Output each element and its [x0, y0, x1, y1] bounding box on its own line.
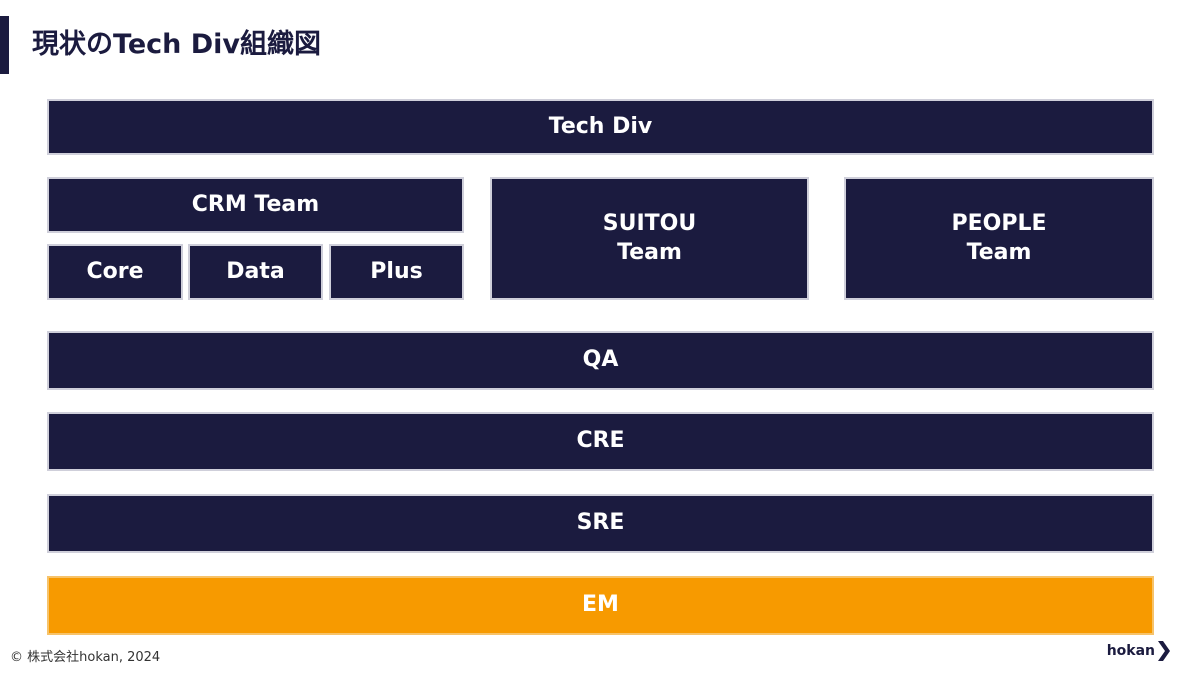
logo-text: hokan — [1106, 643, 1155, 659]
cre-label: CRE — [576, 428, 625, 454]
qa-label: QA — [582, 347, 619, 373]
people-team-block: PEOPLE Team — [844, 177, 1154, 300]
cre-block: CRE — [47, 412, 1154, 471]
tech-div-block: Tech Div — [47, 99, 1154, 155]
em-block: EM — [47, 576, 1154, 635]
chevron-right-icon — [1158, 641, 1170, 661]
crm-team-label: CRM Team — [191, 191, 320, 217]
copyright-text: © 株式会社hokan, 2024 — [10, 650, 161, 665]
people-team-label-line2: Team — [966, 239, 1032, 265]
suitou-team-block: SUITOU Team — [490, 177, 809, 300]
qa-block: QA — [47, 331, 1154, 390]
sre-label: SRE — [576, 510, 625, 536]
crm-data-block: Data — [188, 244, 323, 300]
tech-div-label: Tech Div — [548, 113, 653, 139]
hokan-logo: hokan — [1107, 641, 1170, 661]
crm-plus-label: Plus — [370, 258, 423, 284]
title-accent-bar — [0, 16, 9, 74]
crm-core-block: Core — [47, 244, 183, 300]
suitou-team-label-line1: SUITOU — [602, 210, 697, 236]
suitou-team-label-line2: Team — [617, 239, 682, 265]
crm-data-label: Data — [226, 258, 285, 284]
crm-core-label: Core — [86, 258, 144, 284]
sre-block: SRE — [47, 494, 1154, 553]
crm-team-block: CRM Team — [47, 177, 464, 233]
crm-plus-block: Plus — [329, 244, 464, 300]
people-team-label-line1: PEOPLE — [951, 210, 1047, 236]
em-label: EM — [582, 592, 619, 618]
page-title: 現状のTech Div組織図 — [32, 29, 322, 60]
